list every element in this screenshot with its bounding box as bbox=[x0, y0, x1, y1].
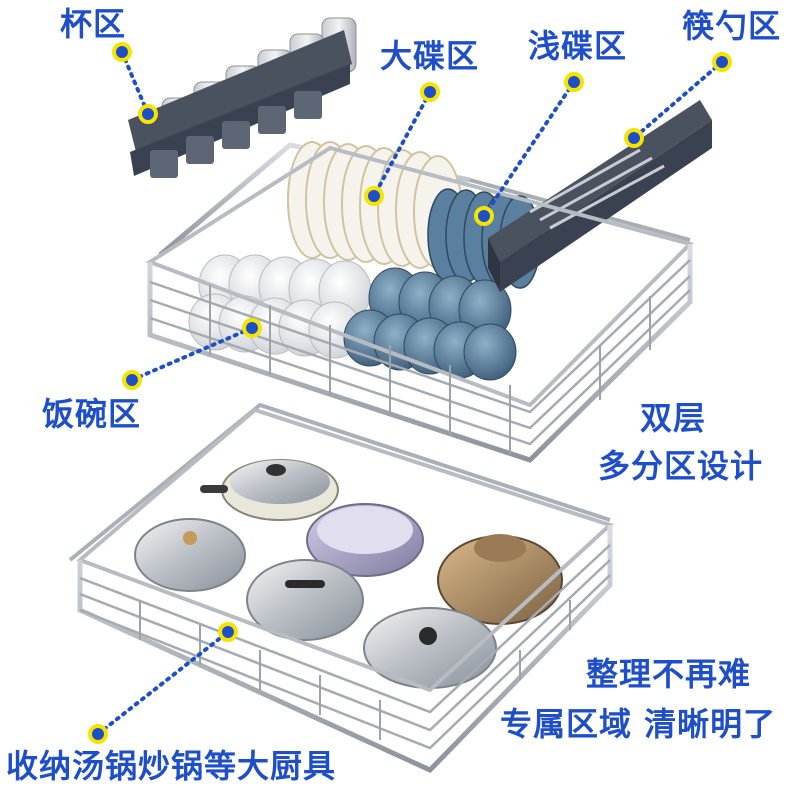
callouts bbox=[96, 50, 724, 736]
label-shallow-plate-zone: 浅碟区 bbox=[528, 27, 628, 65]
label-tidy-easy: 整理不再难 bbox=[586, 655, 752, 693]
large-plate-zone-dot bbox=[420, 82, 440, 102]
cup-zone-target-dot bbox=[138, 104, 158, 124]
label-pot-storage: 收纳汤锅炒锅等大厨具 bbox=[6, 747, 337, 785]
shallow-plate-zone-dot bbox=[564, 72, 584, 92]
large-plates bbox=[287, 141, 463, 269]
chopstick-zone-target-dot bbox=[624, 128, 644, 148]
pots bbox=[134, 459, 563, 689]
bowl-zone-dot bbox=[122, 370, 142, 390]
bowl-zone-target-dot bbox=[242, 318, 262, 338]
callout-dots bbox=[88, 42, 732, 744]
label-multi-zone-design: 多分区设计 bbox=[598, 447, 764, 485]
pot-zone-target-dot bbox=[218, 622, 238, 642]
label-dedicated-zones: 专属区域 清晰明了 bbox=[500, 705, 777, 743]
cup-zone-dot bbox=[112, 42, 132, 62]
label-chopstick-zone: 筷勺区 bbox=[682, 7, 782, 45]
chopstick-organizer bbox=[488, 100, 712, 292]
label-bowl-zone: 饭碗区 bbox=[42, 395, 142, 433]
label-large-plate-zone: 大碟区 bbox=[380, 37, 480, 75]
pot-zone-dot bbox=[88, 724, 108, 744]
label-double-layer: 双层 bbox=[640, 399, 707, 437]
upper-rack bbox=[145, 100, 712, 463]
shallow-plate-zone-target-dot bbox=[474, 206, 494, 226]
cup-holder bbox=[128, 17, 357, 178]
lower-rack bbox=[68, 402, 614, 774]
chopstick-zone-dot bbox=[712, 52, 732, 72]
label-cup-zone: 杯区 bbox=[60, 5, 127, 43]
large-plate-zone-target-dot bbox=[364, 186, 384, 206]
